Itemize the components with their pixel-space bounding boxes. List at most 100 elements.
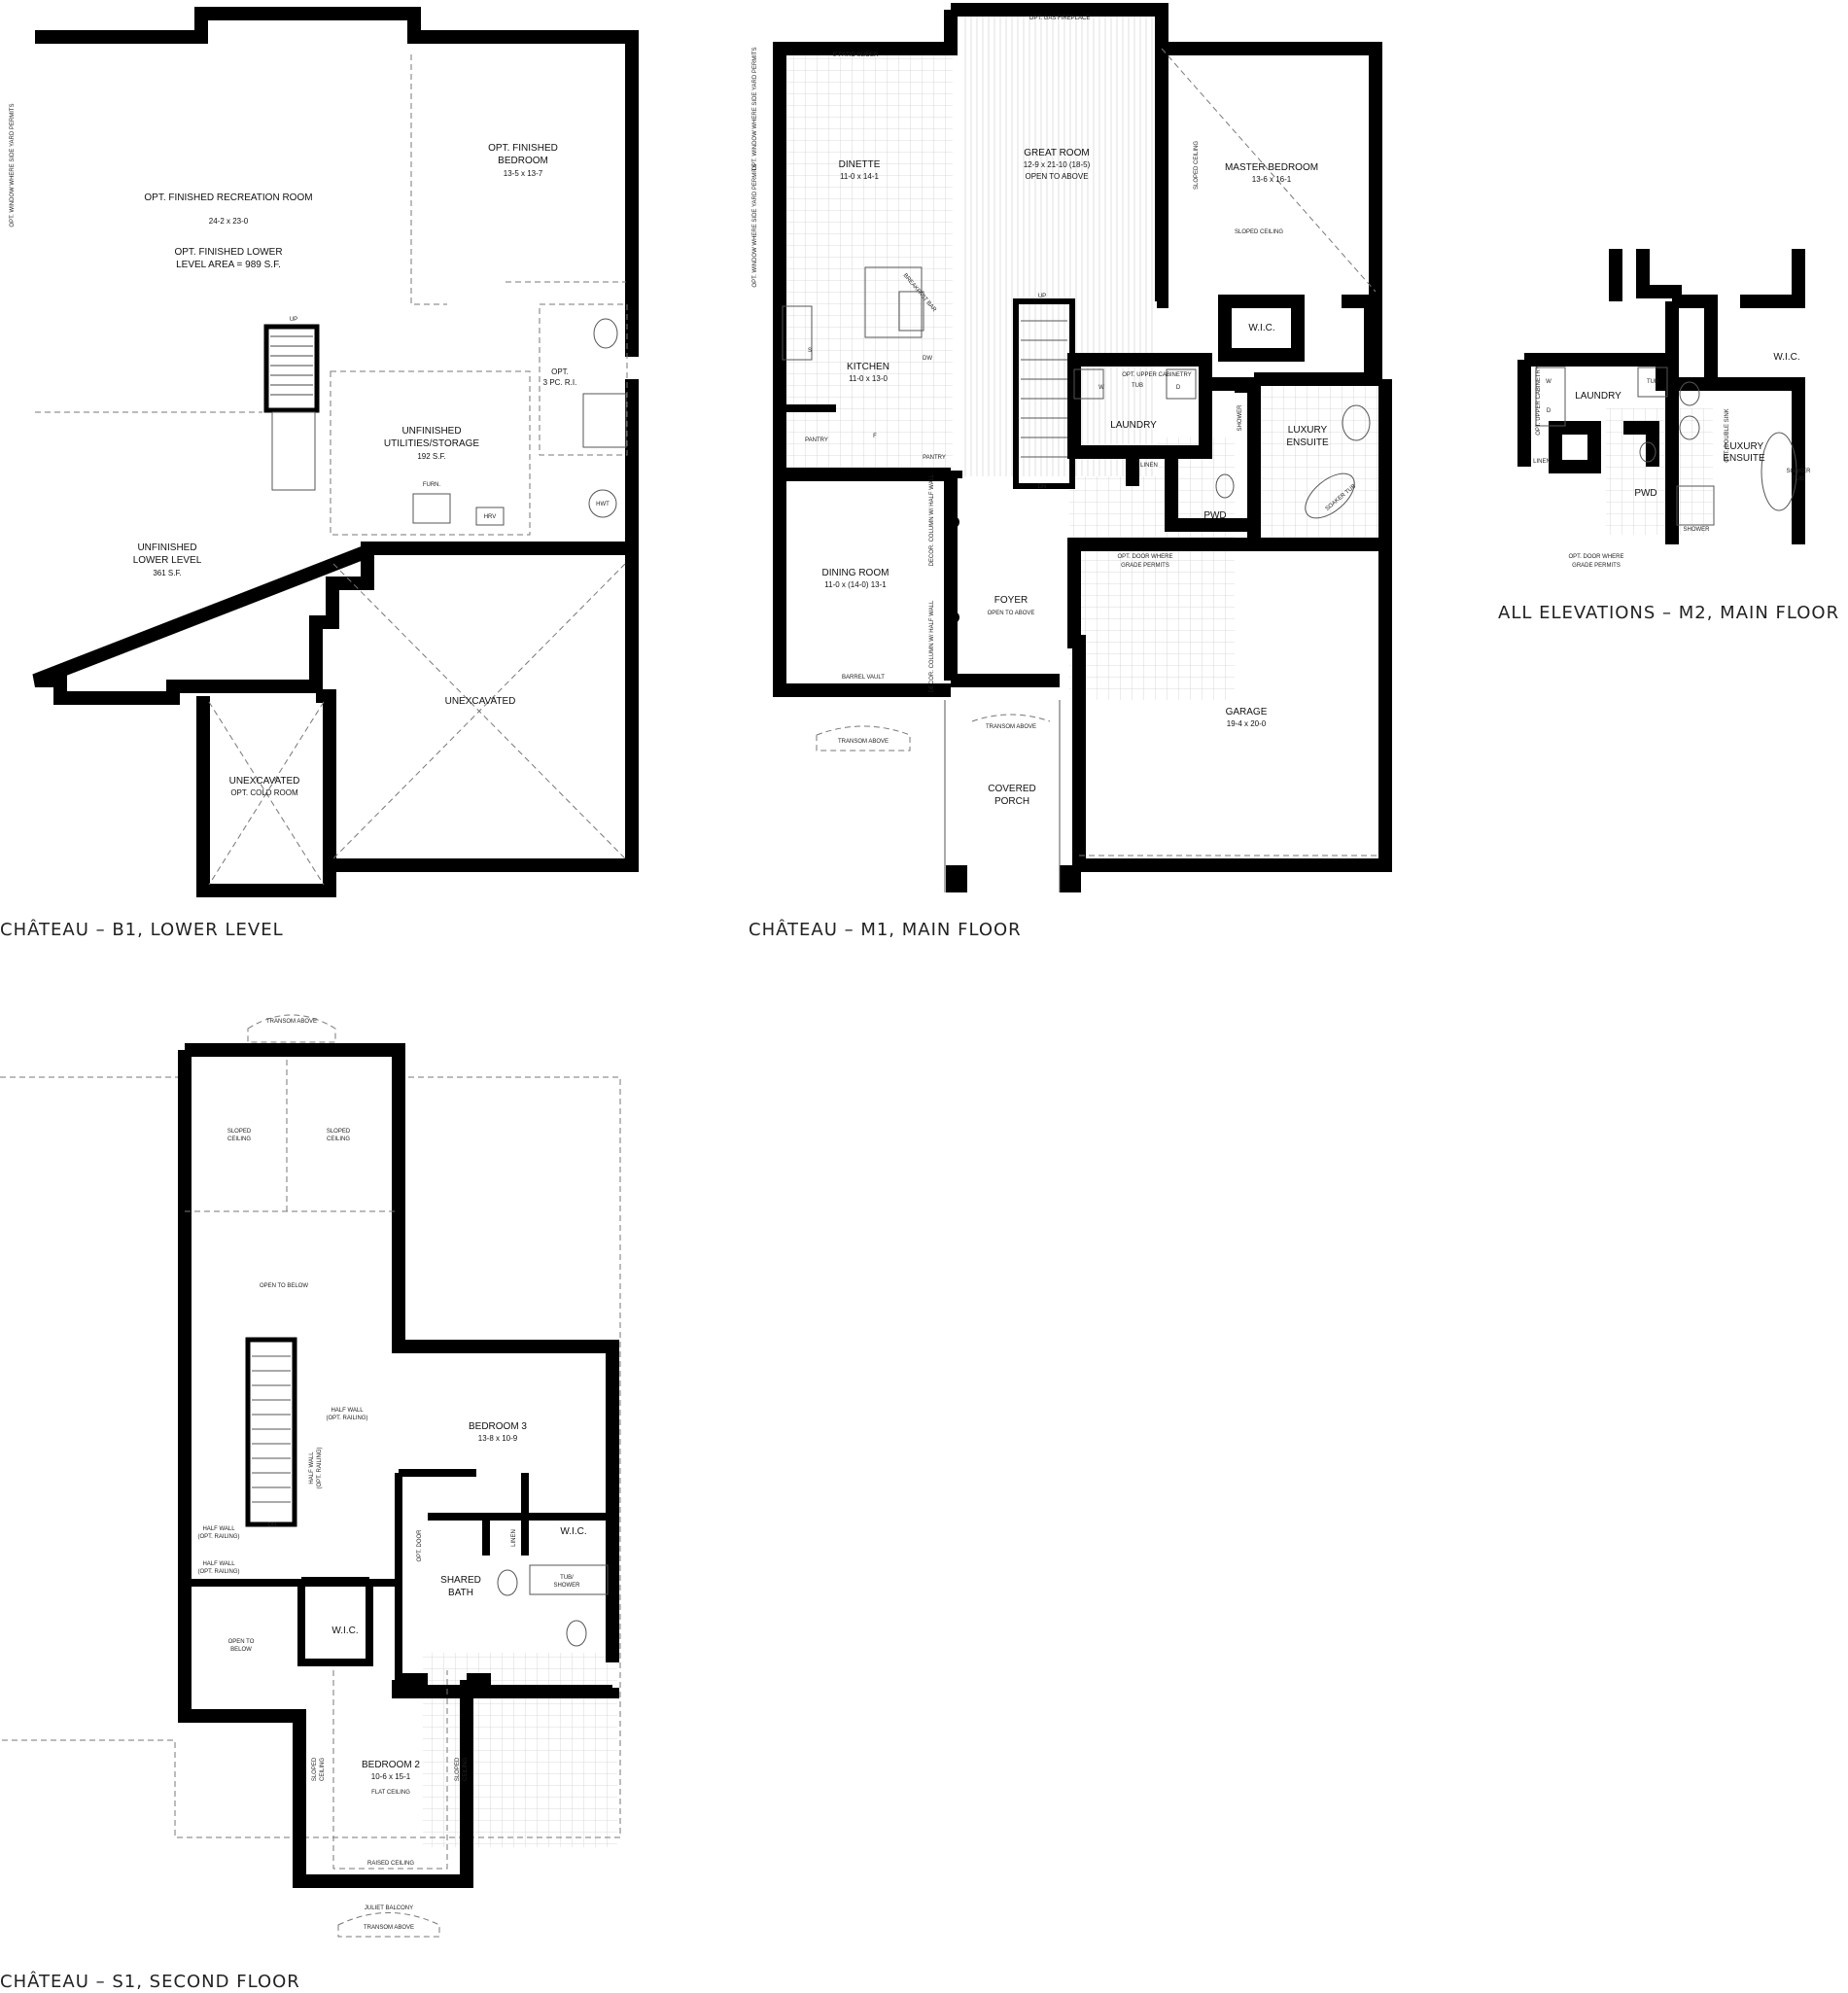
s1-bedroom3-name: BEDROOM 3: [469, 1421, 527, 1432]
s1-tub-1: TUB/: [560, 1575, 574, 1581]
m1-dw-label: DW: [923, 356, 932, 362]
m1-ensuite-1: LUXURY: [1288, 425, 1328, 436]
m1-great-room-name: GREAT ROOM: [1024, 148, 1089, 158]
b1-outer-wall: [32, 7, 639, 705]
s1-sloped-3b: CEILING: [320, 1758, 326, 1781]
b1-bedroom-outline: [410, 54, 626, 305]
b1-rec-area-2: LEVEL AREA = 989 S.F.: [176, 260, 281, 270]
m1-dn-label: DN: [1038, 484, 1047, 490]
s1-sloped-1a: SLOPED: [227, 1129, 252, 1135]
m2-d-label: D: [1547, 408, 1552, 414]
m1-barrel-vault: BARREL VAULT: [842, 675, 885, 681]
b1-cold-room-wall: [196, 696, 336, 897]
b1-lower-area: 361 S.F.: [153, 569, 181, 577]
s1-half-wall-d2: (OPT. RAILING): [197, 1569, 239, 1575]
b1-utilities-name-1: UNFINISHED: [401, 426, 461, 437]
m1-opt-door-2: GRADE PERMITS: [1121, 563, 1169, 569]
s1-linen: LINEN: [511, 1529, 517, 1547]
b1-utilities-name-2: UTILITIES/STORAGE: [384, 438, 479, 449]
caption-b1: CHÂTEAU – B1, LOWER LEVEL: [0, 919, 284, 940]
b1-bath-name-1: OPT.: [551, 367, 569, 376]
b1-cold-room-name: UNEXCAVATED: [229, 776, 300, 787]
m2-cabinet: [1535, 367, 1566, 427]
plan-m1-main-floor: 6' PATIO SLIDER OPT. GAS FIREPLACE OPT. …: [752, 3, 1392, 892]
m2-tub-box: [1637, 367, 1668, 398]
s1-open-below: OPEN TO BELOW: [260, 1283, 308, 1289]
m1-wic-label: W.I.C.: [1248, 323, 1274, 333]
m1-pwd-toilet-icon: [1215, 473, 1235, 499]
s1-juliet-balcony: JULIET BALCONY: [365, 1906, 413, 1911]
b1-furnace-icon: [412, 493, 451, 524]
m1-bath-wall: [1126, 377, 1261, 540]
m1-d-label: D: [1176, 385, 1181, 391]
s1-bath-tile: [423, 1653, 617, 1847]
m1-w-label: W: [1098, 385, 1104, 391]
s1-bedroom3-dims: 13-8 x 10-9: [478, 1434, 518, 1443]
b1-hrv-icon: [475, 507, 505, 526]
s1-shared-1: SHARED: [440, 1575, 481, 1586]
b1-rec-room-dims: 24-2 x 23-0: [209, 217, 249, 226]
s1-open-to-1: OPEN TO: [228, 1639, 255, 1645]
m1-wic-wall: [1218, 295, 1382, 386]
m1-foyer-name: FOYER: [994, 595, 1028, 606]
m1-pantry-1: PANTRY: [805, 437, 828, 443]
s1-half-wall-b1: HALF WALL: [309, 1451, 315, 1485]
m1-foyer-note: OPEN TO ABOVE: [988, 611, 1035, 616]
s1-raised-ceiling: RAISED CEILING: [367, 1861, 414, 1867]
m1-cabinetry-label: OPT. UPPER CABINETRY: [1122, 372, 1192, 378]
m1-pantry-2: PANTRY: [923, 455, 946, 461]
s1-half-wall-a1: HALF WALL: [331, 1408, 364, 1414]
s1-half-wall-b2: (OPT. RAILING): [317, 1447, 323, 1488]
m1-foyer-tile: [1069, 437, 1235, 700]
b1-coldroom-x: [208, 701, 325, 886]
m1-fridge-label: F: [873, 434, 877, 439]
m1-master-dims: 13-6 x 16-1: [1252, 175, 1292, 184]
m1-column-1: [948, 516, 959, 528]
m1-porch-outline: [944, 700, 1061, 892]
b1-hwt-label: HWT: [596, 502, 610, 507]
s1-transom-bottom-arch: [337, 1912, 440, 1938]
m1-tub-label: TUB: [1132, 383, 1143, 389]
m1-fireplace-label: OPT. GAS FIREPLACE: [1029, 16, 1091, 21]
b1-stairs: [263, 324, 320, 491]
m2-opt-door-2: GRADE PERMITS: [1572, 563, 1621, 569]
m2-shower-label: SHOWER: [1684, 527, 1711, 533]
b1-lower-name-1: UNFINISHED: [137, 542, 196, 553]
plan-b1-lower-level: OPT. WINDOW WHERE SIDE YARD PERMITS OPT.…: [10, 7, 639, 897]
m1-kitchen-dims: 11-0 x 13-0: [849, 374, 888, 383]
m2-double-sink-label: OPT. DOUBLE SINK: [1725, 408, 1730, 462]
s1-sloped-3a: SLOPED: [312, 1757, 318, 1781]
b1-utilities-area: 192 S.F.: [417, 452, 445, 461]
m1-master-slope: [1161, 48, 1377, 293]
m1-great-room-note: OPEN TO ABOVE: [1025, 172, 1088, 181]
m1-opt-door-1: OPT. DOOR WHERE: [1117, 554, 1172, 560]
b1-lower-name-2: LOWER LEVEL: [133, 555, 202, 566]
s1-half-wall-c2: (OPT. RAILING): [197, 1534, 239, 1540]
s1-sink-icon: [497, 1569, 518, 1596]
m1-transom-1-arch: [816, 725, 911, 752]
m1-transom-2: TRANSOM ABOVE: [986, 724, 1036, 730]
m1-sink-label: S: [808, 348, 812, 354]
b1-unexcavated-x: [332, 563, 626, 859]
b1-unexcavated-label: UNEXCAVATED: [445, 696, 516, 707]
m1-sloped-2: SLOPED CEILING: [1235, 229, 1283, 235]
s1-bedroom2-note: FLAT CEILING: [371, 1790, 410, 1796]
s1-open-below-outline: [185, 1060, 399, 1212]
caption-m1: CHÂTEAU – M1, MAIN FLOOR: [749, 919, 1022, 940]
m1-transom-1: TRANSOM ABOVE: [838, 739, 889, 745]
s1-sloped-4a: SLOPED: [455, 1757, 461, 1781]
plan-m2-main-floor: LAUNDRY TUB W D OPT. UPPER CABINETRY LIN…: [1517, 249, 1811, 569]
b1-utilities-outline: [330, 370, 531, 536]
s1-half-wall-d1: HALF WALL: [202, 1561, 235, 1567]
m1-pwd-label: PWD: [1203, 510, 1226, 521]
b1-bedroom-name-1: OPT. FINISHED: [488, 143, 558, 154]
m1-washer-icon: [1073, 368, 1104, 400]
b1-bedroom-name-2: BEDROOM: [498, 156, 548, 166]
m1-ensuite-sink-icon: [1342, 404, 1371, 441]
m2-ensuite-1: LUXURY: [1725, 441, 1764, 452]
m2-soaker-2: TUB: [1793, 476, 1804, 482]
s1-sloped-1b: CEILING: [227, 1136, 251, 1142]
m1-ensuite-2: ENSUITE: [1286, 437, 1329, 448]
b1-up-label: UP: [290, 317, 297, 323]
